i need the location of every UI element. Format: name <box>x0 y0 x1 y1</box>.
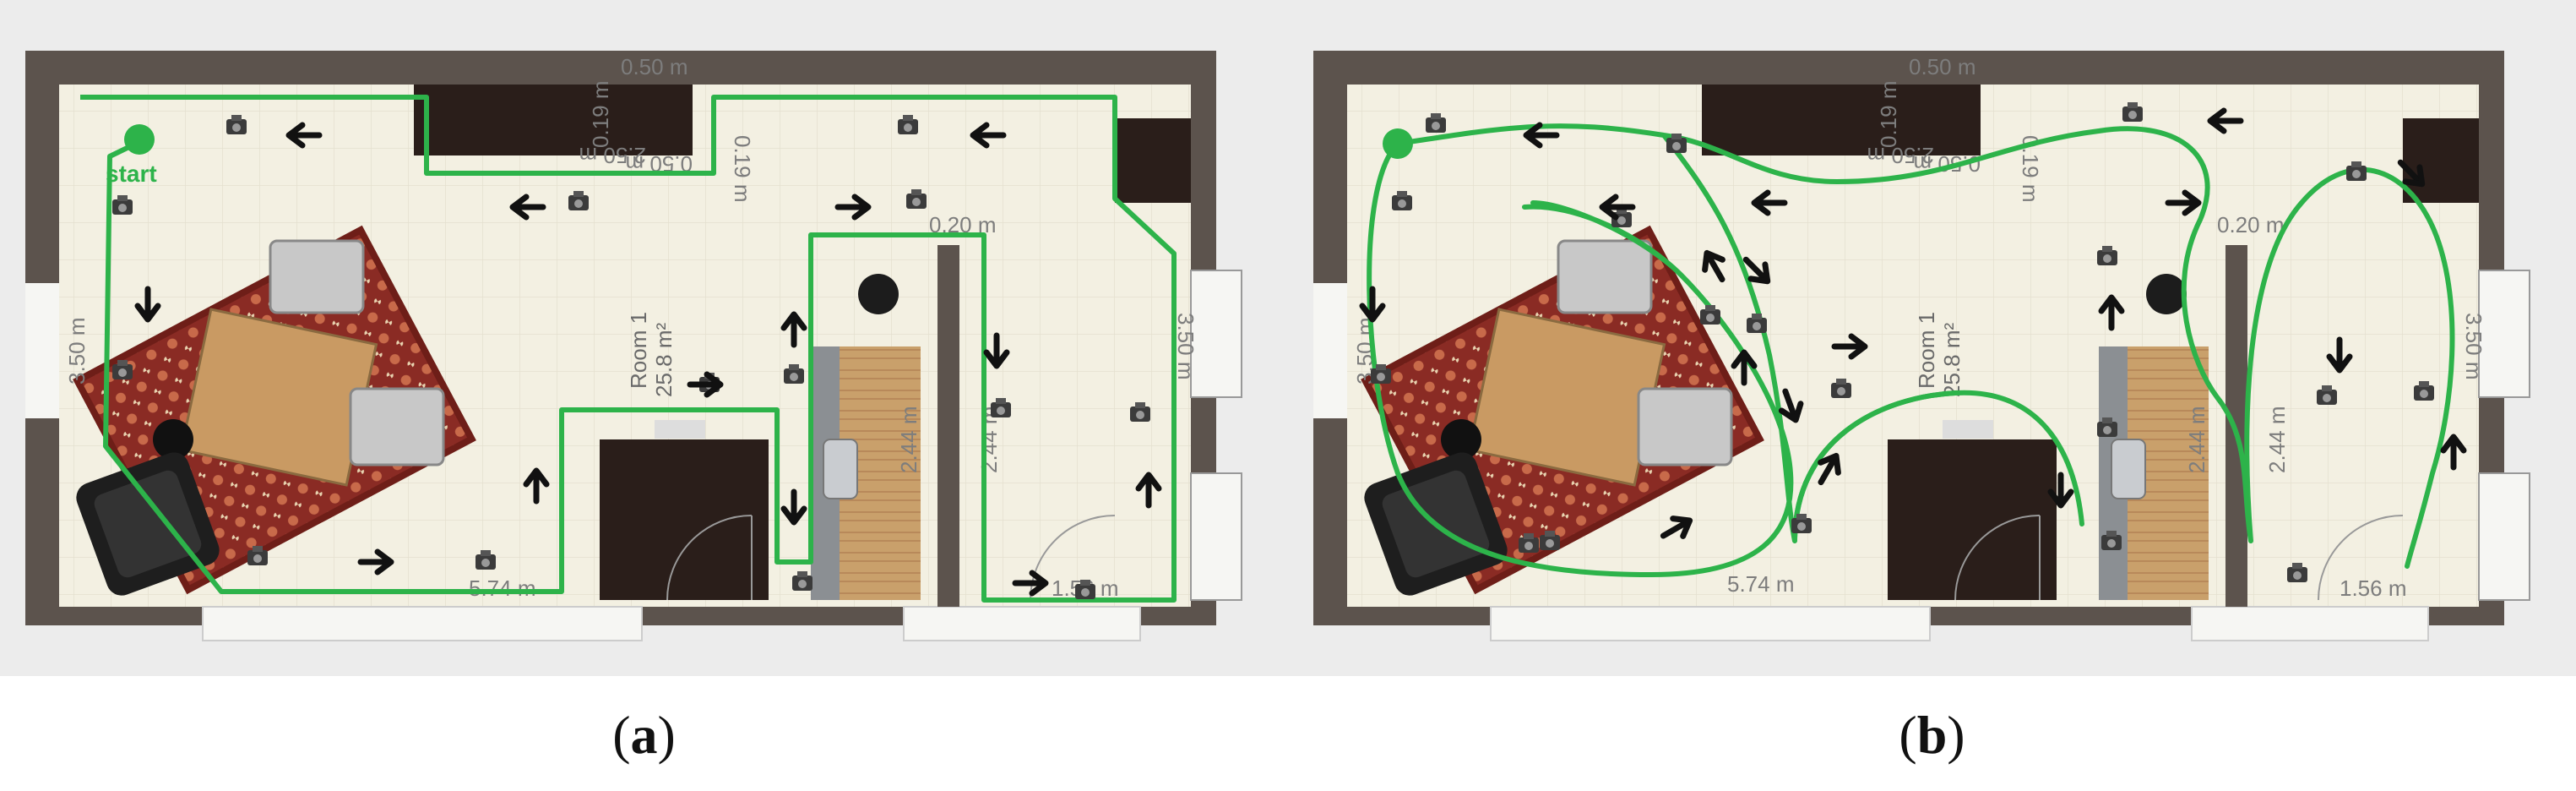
trajectory-path <box>1367 123 2455 578</box>
dim-top-h1: 0.19 m <box>588 81 613 149</box>
start-marker-icon <box>1383 128 1413 159</box>
room-area: 25.8 m² <box>651 323 677 397</box>
room-area: 25.8 m² <box>1939 323 1965 397</box>
dim-right-height: 3.50 m <box>1173 313 1198 380</box>
dim-kitchen-h1: 2.44 m <box>2184 406 2209 474</box>
room-name: Room 1 <box>626 312 651 389</box>
caption-a: (a) <box>612 705 676 765</box>
dim-kitchen-h2: 2.44 m <box>2264 406 2290 474</box>
dim-top-h2: 2.50 m <box>1867 143 1935 168</box>
floorplan-b: 0.50 m 0.19 m 2.50 m 0.50 m 0.19 m 3.50 … <box>1288 0 2576 693</box>
dim-bottom-width: 5.74 m <box>469 576 536 601</box>
dim-top-h3: 0.19 m <box>730 135 755 203</box>
dim-top-width: 0.50 m <box>1909 54 1976 79</box>
dim-top-width: 0.50 m <box>621 54 688 79</box>
start-label: start <box>106 161 157 187</box>
dim-right-height: 3.50 m <box>2461 313 2486 380</box>
caption-b: (b) <box>1899 705 1965 765</box>
start-marker-icon <box>124 124 155 155</box>
trajectory-path <box>80 95 1177 603</box>
panel-a: 0.50 m 0.19 m 2.50 m 0.50 m 0.19 m 3.50 … <box>0 0 1288 765</box>
room-name: Room 1 <box>1914 312 1939 389</box>
panel-b: 0.50 m 0.19 m 2.50 m 0.50 m 0.19 m 3.50 … <box>1288 0 2576 765</box>
dim-top-h2: 2.50 m <box>579 143 647 168</box>
dim-corridor-bottom: 1.56 m <box>2340 576 2407 601</box>
dim-left-height: 3.50 m <box>64 318 90 385</box>
dim-top-h1: 0.19 m <box>1876 81 1901 149</box>
dim-kitchen-h1: 2.44 m <box>896 406 921 474</box>
floorplan-a: 0.50 m 0.19 m 2.50 m 0.50 m 0.19 m 3.50 … <box>0 0 1288 693</box>
dim-corridor-width: 0.20 m <box>2217 212 2285 237</box>
dim-bottom-width: 5.74 m <box>1727 571 1795 597</box>
